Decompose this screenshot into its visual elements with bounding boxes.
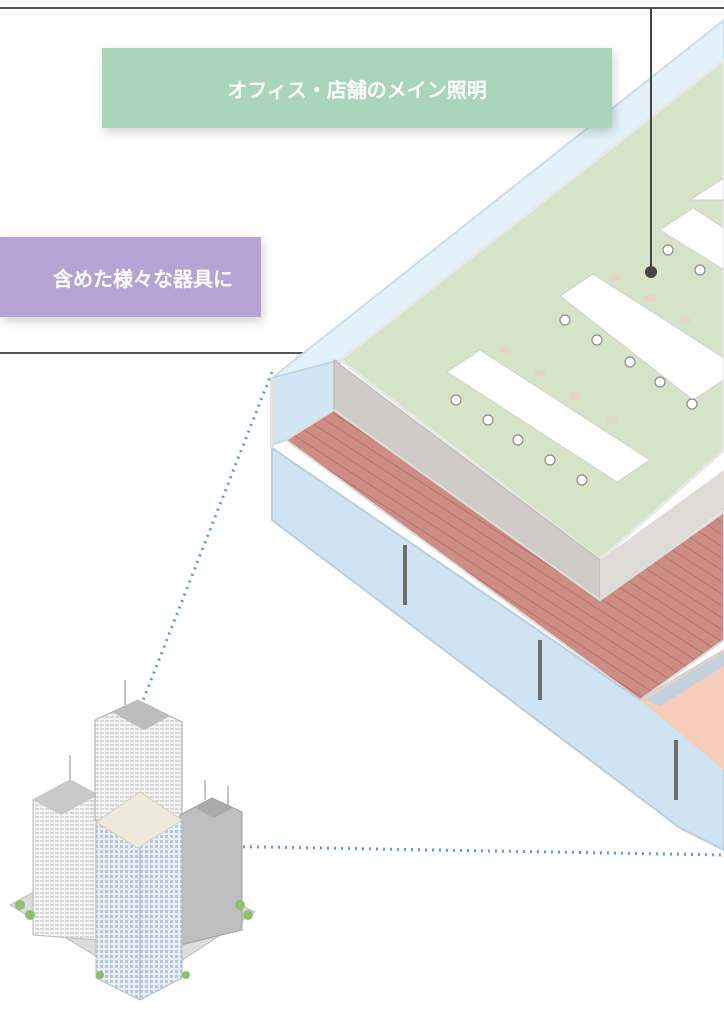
chair-backs <box>499 274 691 424</box>
office-chairs <box>450 244 706 486</box>
office-floor-cutaway <box>270 18 724 852</box>
shop-floor <box>640 650 724 770</box>
various-fixtures-label: 含めた様々な器具に <box>0 237 261 317</box>
office-floor <box>337 58 724 562</box>
city-buildings-cluster <box>8 680 256 1001</box>
callout-pin-icon <box>645 8 657 278</box>
desk-rows <box>446 177 724 483</box>
main-lighting-label: オフィス・店舗のメイン照明 <box>102 48 612 128</box>
